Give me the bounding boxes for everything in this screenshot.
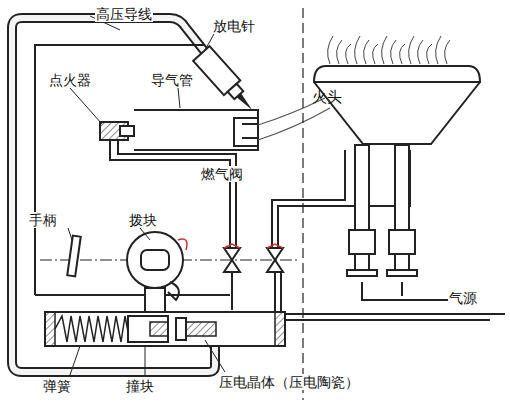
part-label: 撞块	[125, 378, 155, 394]
part-label: 弹簧	[42, 378, 72, 394]
burner-head: 火头	[312, 64, 482, 146]
part-label: 气源	[448, 290, 478, 306]
part-label: 高压导线	[95, 6, 153, 22]
part-label: 导气管	[150, 72, 194, 88]
part-label: 手柄	[28, 212, 58, 228]
part-label: 燃气阀	[200, 166, 244, 182]
part-label: 拨块	[128, 212, 158, 228]
part-label: 放电针	[212, 18, 256, 34]
part-label: 压电晶体（压电陶瓷）	[218, 374, 360, 390]
node-text: 火头	[312, 88, 342, 107]
part-label: 点火器	[48, 72, 92, 88]
